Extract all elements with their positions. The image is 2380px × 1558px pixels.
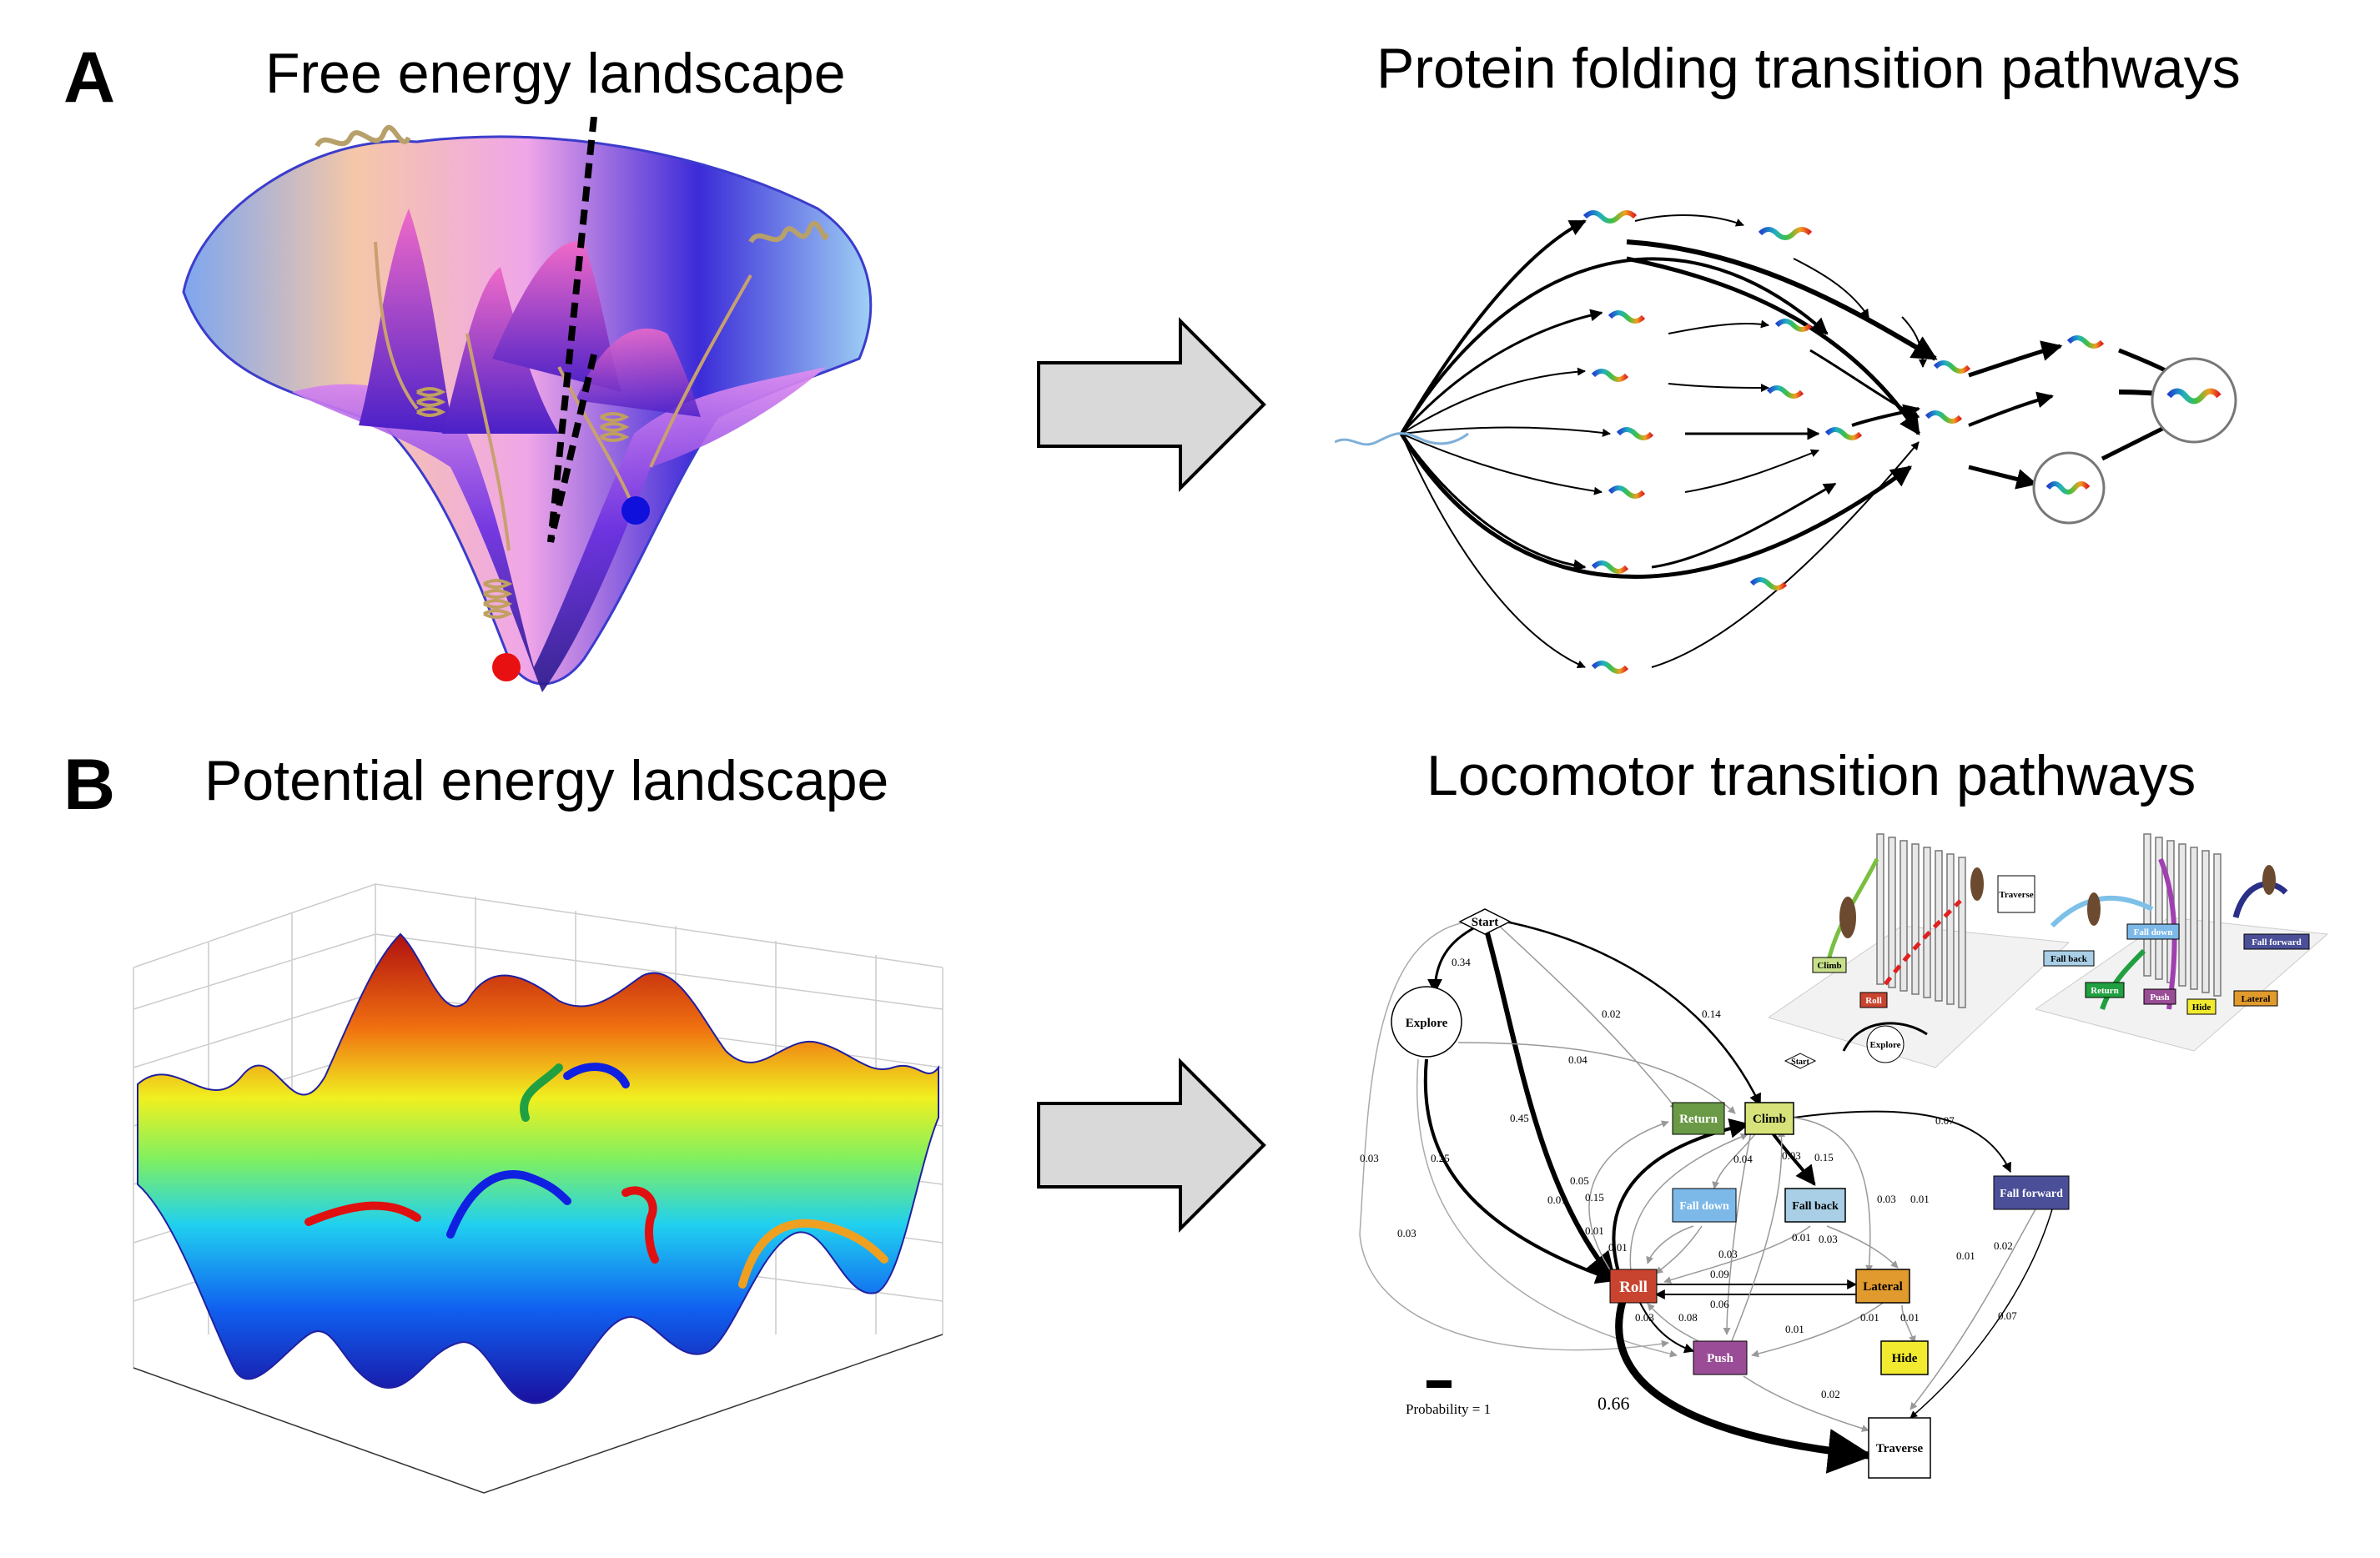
label-push-climb: 0.01 [1785, 1323, 1804, 1335]
label-roll-climb: 0.15 [1585, 1191, 1604, 1204]
misfolded-minimum-dot-icon [621, 496, 650, 525]
svg-text:Start: Start [1472, 916, 1499, 929]
label-ff-traverse2: 0.07 [1998, 1309, 2017, 1322]
label-explore-push: 0.03 [1397, 1227, 1416, 1239]
label-lateral-hide: 0.01 [1900, 1311, 1920, 1324]
svg-text:Fall forward: Fall forward [2000, 1188, 2063, 1200]
label-push-roll: 0.08 [1678, 1311, 1698, 1324]
label-fallback-roll2: 0.03 [1819, 1233, 1838, 1245]
label-push-traverse: 0.02 [1821, 1388, 1840, 1400]
label-roll-climb2: 0.01 [1547, 1194, 1567, 1206]
node-fall-forward: Fall forward [1993, 1175, 2070, 1210]
svg-text:Roll: Roll [1619, 1279, 1648, 1296]
inset-left-traverse: Traverse [1999, 890, 2033, 900]
label-roll-push: 0.03 [1635, 1311, 1654, 1324]
transition-arrow-b-icon [1037, 1058, 1266, 1233]
label-roll-lateral: 0.09 [1710, 1268, 1729, 1280]
label-climb-push: 0.03 [1718, 1248, 1738, 1260]
node-roll: Roll [1609, 1269, 1658, 1304]
label-start-return: 0.02 [1602, 1008, 1621, 1020]
label-explore-climb: 0.04 [1568, 1053, 1588, 1066]
potential-energy-title: Potential energy landscape [204, 749, 889, 812]
label-climb-fallback2: 0.15 [1814, 1151, 1834, 1163]
svg-text:Climb: Climb [1753, 1113, 1786, 1126]
inset-right-fall-forward: Fall forward [2252, 937, 2302, 947]
node-lateral: Lateral [1855, 1269, 1910, 1304]
legend-label: Probability = 1 [1406, 1401, 1491, 1417]
label-start-climb: 0.14 [1702, 1008, 1721, 1020]
label-start-roll: 0.45 [1510, 1112, 1529, 1124]
label-fallback-lateral: 0.03 [1877, 1193, 1896, 1205]
label-explore-roll: 0.25 [1431, 1152, 1450, 1164]
node-climb: Climb [1744, 1102, 1794, 1135]
label-falldown-roll2: 0.01 [1608, 1241, 1628, 1254]
node-push: Push [1693, 1340, 1748, 1375]
inset-right-return: Return [2091, 986, 2119, 996]
inset-left-start: Start [1791, 1058, 1809, 1067]
folded-minimum-dot-icon [492, 653, 521, 681]
node-return: Return [1672, 1102, 1725, 1135]
label-fallback-roll: 0.01 [1792, 1231, 1811, 1244]
svg-text:Return: Return [1679, 1113, 1718, 1126]
label-lateral-roll: 0.06 [1710, 1298, 1729, 1310]
svg-text:Fall down: Fall down [1679, 1200, 1729, 1213]
inset-right-push: Push [2150, 993, 2169, 1003]
node-fall-back: Fall back [1784, 1188, 1846, 1223]
transition-arrow-a-icon [1037, 317, 1266, 492]
panel-a-letter: A [63, 38, 116, 118]
inset-left: Traverse Climb Roll Explore Start [1769, 833, 2071, 1069]
node-hide: Hide [1880, 1340, 1929, 1375]
svg-text:Traverse: Traverse [1876, 1442, 1924, 1455]
locomotor-title: Locomotor transition pathways [1426, 744, 2196, 807]
label-climb-falldown: 0.04 [1733, 1153, 1753, 1165]
inset-right-fall-back: Fall back [2050, 954, 2088, 964]
locomotor-network: Start Explore Return Climb Fall down Fal… [1359, 908, 2070, 1479]
label-start-traverse: 0.03 [1360, 1152, 1379, 1164]
potential-energy-surface [133, 883, 943, 1494]
label-start-explore: 0.34 [1452, 956, 1471, 968]
legend-bar [1426, 1380, 1452, 1388]
edge-start-roll [1482, 923, 1617, 1283]
node-traverse: Traverse [1868, 1417, 1931, 1479]
svg-text:Explore: Explore [1406, 1017, 1448, 1030]
protein-folding-title: Protein folding transition pathways [1376, 37, 2241, 100]
label-lateral-push: 0.01 [1860, 1311, 1879, 1324]
inset-left-explore: Explore [1869, 1040, 1900, 1050]
inset-right-fall-down: Fall down [2134, 927, 2173, 937]
inset-right-lateral: Lateral [2242, 994, 2271, 1004]
label-roll-return: 0.05 [1570, 1174, 1589, 1187]
node-fall-down: Fall down [1672, 1188, 1737, 1223]
label-climb-ff: 0.01 [1956, 1249, 1975, 1262]
svg-text:Lateral: Lateral [1863, 1280, 1902, 1294]
label-climb-fallback: 0.03 [1782, 1149, 1801, 1162]
panel-b-letter: B [63, 745, 116, 825]
svg-text:Hide: Hide [1892, 1352, 1918, 1365]
inset-right: Fall down Fall back Fall forward Return … [2035, 833, 2329, 1052]
inset-right-hide: Hide [2192, 1003, 2211, 1013]
node-explore: Explore [1391, 986, 1462, 1058]
free-energy-title: Free energy landscape [265, 42, 846, 105]
label-ff-traverse: 0.02 [1994, 1239, 2013, 1252]
inset-left-roll: Roll [1865, 996, 1882, 1006]
label-climb-lateral: 0.01 [1910, 1193, 1930, 1205]
free-energy-funnel [182, 117, 873, 692]
svg-text:Fall back: Fall back [1792, 1200, 1839, 1213]
label-roll-traverse: 0.66 [1598, 1393, 1630, 1414]
inset-left-climb: Climb [1817, 961, 1841, 971]
label-climb-return: 0.07 [1935, 1114, 1955, 1127]
svg-text:Push: Push [1707, 1352, 1733, 1365]
label-falldown-roll: 0.01 [1585, 1224, 1604, 1237]
node-start: Start [1458, 908, 1512, 935]
protein-folding-network [1335, 210, 2237, 674]
